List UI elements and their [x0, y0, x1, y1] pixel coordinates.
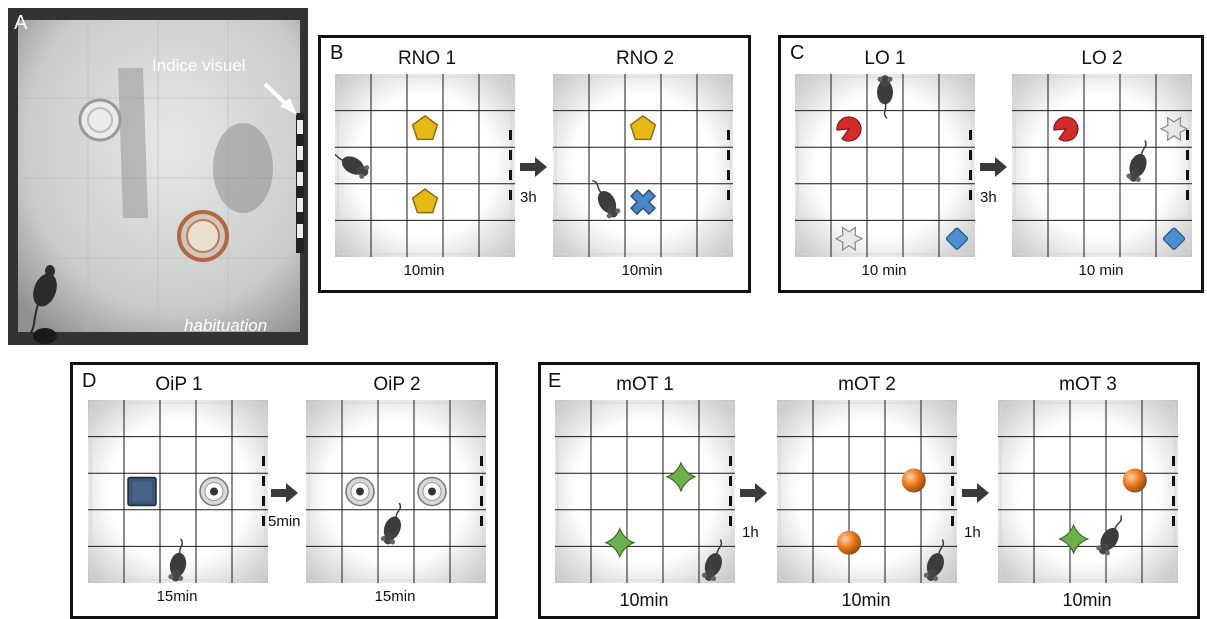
mouse-object — [877, 75, 893, 119]
mouse-object — [380, 502, 402, 545]
panel-c-trial2-title: LO 2 — [1081, 48, 1123, 69]
habituation-label: habituation — [184, 316, 268, 335]
clover-object — [604, 527, 636, 559]
arena-lo1 — [795, 74, 975, 257]
visual-cue-mark — [727, 130, 730, 200]
panel-b-letter: B — [330, 42, 344, 64]
star-object — [834, 226, 864, 252]
panel-c-trial1-duration: 10 min — [861, 262, 907, 279]
mouse-object — [335, 153, 370, 179]
panel-e-trial2-title: mOT 2 — [838, 374, 896, 395]
panel-c-trial2-duration: 10 min — [1078, 262, 1124, 279]
mouse-object — [1096, 515, 1123, 556]
ring-object — [199, 476, 229, 507]
sphere-object — [1122, 468, 1147, 493]
arena-oip1 — [88, 400, 268, 583]
visual-cue-mark — [480, 456, 483, 526]
panel-c-delay-label: 3h — [980, 189, 997, 206]
ring-object — [345, 476, 375, 507]
panel-e-trial3-title: mOT 3 — [1059, 374, 1117, 395]
panel-c-trial1-title: LO 1 — [864, 48, 906, 69]
visual-cue-mark — [969, 130, 972, 200]
pacman-object — [836, 116, 862, 142]
pentagon-object — [629, 114, 657, 141]
panel-b-trial2-duration: 10min — [621, 262, 663, 279]
panel-b-delay-label: 3h — [520, 189, 537, 206]
visual-cue-mark — [1172, 456, 1175, 526]
clover-object — [665, 461, 697, 493]
panel-d-trial1-title: OiP 1 — [155, 374, 203, 395]
square-object — [127, 476, 157, 507]
diamond-object — [945, 227, 969, 250]
pacman-object — [1053, 116, 1079, 142]
visual-cue-label: Indice visuel — [152, 56, 246, 75]
sphere-object — [837, 530, 861, 555]
panel-e-delay2-label: 1h — [964, 524, 981, 541]
panel-e-trial2-duration: 10min — [841, 590, 891, 610]
visual-cue-mark — [951, 456, 954, 526]
ring-object — [417, 476, 447, 507]
arena-rno1 — [335, 74, 515, 257]
visual-cue-mark — [729, 456, 732, 526]
arena-photo-illustration — [8, 8, 308, 345]
panel-d-trial2-duration: 15min — [374, 588, 416, 605]
clover-object — [1057, 523, 1090, 555]
arena-mot2 — [777, 400, 957, 583]
mouse-object — [168, 538, 187, 582]
habituation-photo: A Indice visuel habituation — [8, 8, 308, 345]
panel-d-delay-label: 5min — [268, 513, 301, 530]
panel-e-letter: E — [548, 370, 562, 392]
cross-object — [629, 189, 657, 216]
arrow-panel-e-2 — [962, 482, 990, 509]
pentagon-object — [411, 188, 439, 214]
arrow-panel-b — [520, 156, 548, 183]
arrow-panel-c — [980, 156, 1008, 183]
panel-e-trial1-duration: 10min — [619, 590, 669, 610]
arrow-panel-e-1 — [740, 482, 768, 509]
panel-b-trial1-title: RNO 1 — [397, 48, 457, 69]
mouse-object — [1126, 140, 1147, 182]
panel-e-delay1-label: 1h — [742, 524, 759, 541]
sphere-object — [901, 468, 926, 493]
panel-d-trial2-title: OiP 2 — [373, 374, 421, 395]
panel-a-letter: A — [14, 12, 28, 34]
arrow-panel-d — [271, 482, 299, 509]
pentagon-object — [411, 114, 439, 141]
arena-mot1 — [555, 400, 735, 583]
visual-cue-mark — [1186, 130, 1189, 200]
panel-c-letter: C — [790, 42, 805, 64]
arena-oip2 — [306, 400, 486, 583]
visual-cue-mark — [509, 130, 512, 200]
mouse-object — [701, 539, 723, 582]
panel-b-trial1-duration: 10min — [403, 262, 445, 279]
arena-lo2 — [1012, 74, 1192, 257]
panel-b-trial2-title: RNO 2 — [615, 48, 675, 69]
panel-d-letter: D — [82, 370, 97, 392]
arena-mot3 — [998, 400, 1178, 583]
panel-e-trial1-title: mOT 1 — [616, 374, 674, 395]
diamond-object — [1162, 227, 1186, 250]
star-object — [1159, 116, 1189, 142]
panel-d-trial1-duration: 15min — [156, 588, 198, 605]
visual-cue-mark — [262, 456, 265, 526]
mouse-object — [923, 539, 945, 582]
mouse-object — [592, 179, 621, 219]
arena-rno2 — [553, 74, 733, 257]
panel-e-trial3-duration: 10min — [1062, 590, 1112, 610]
